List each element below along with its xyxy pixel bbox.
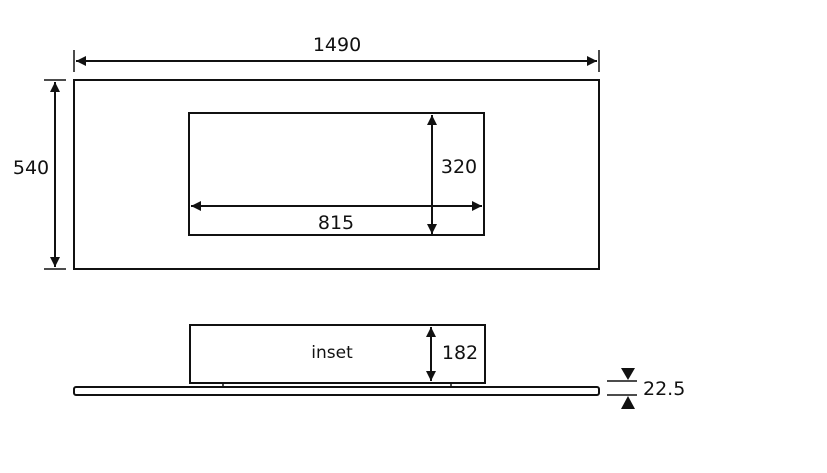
panel-thickness-outline [73,386,600,396]
cutout-height-dimension: 320 [427,115,477,234]
panel-thickness-dimension: 22.5 [607,368,685,409]
overall-width-label: 1490 [313,34,361,56]
cutout-width-label: 815 [318,212,354,234]
inset-height-label: 182 [442,342,478,364]
panel-thickness-label: 22.5 [643,378,685,400]
inset-label: inset [311,343,353,363]
overall-width-dimension: 1490 [73,34,600,72]
top-view: 1490 540 320 815 [13,34,600,270]
inset-height-dimension: 182 [426,327,478,381]
cutout-width-dimension: 815 [191,201,482,234]
thickness-arrow-bottom [621,396,635,409]
cutout-outline [188,112,485,236]
cutout-height-label: 320 [441,156,477,178]
overall-height-label: 540 [13,157,49,179]
overall-height-dimension: 540 [13,79,66,270]
thickness-arrow-top [621,368,635,380]
outer-panel-outline [73,79,600,270]
side-view: inset 182 22.5 [73,324,685,409]
